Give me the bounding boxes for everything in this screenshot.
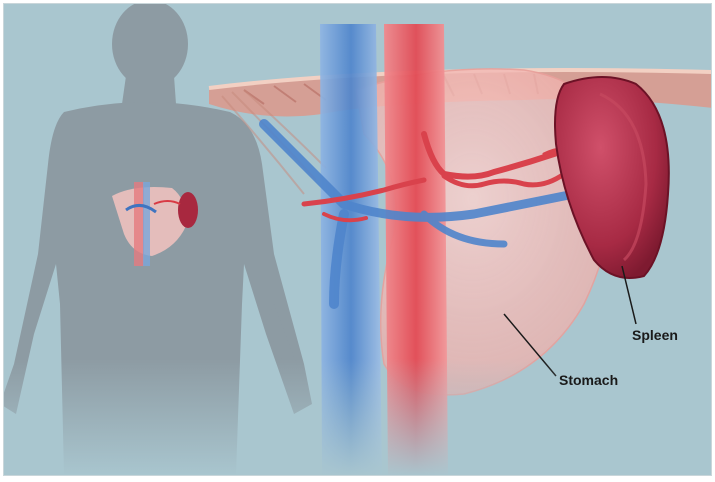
bottom-fade	[4, 4, 712, 476]
anatomy-illustration: Stomach Spleen	[3, 3, 712, 476]
stomach-label: Stomach	[559, 372, 618, 388]
spleen-label: Spleen	[632, 327, 678, 343]
illustration-canvas	[4, 4, 712, 476]
